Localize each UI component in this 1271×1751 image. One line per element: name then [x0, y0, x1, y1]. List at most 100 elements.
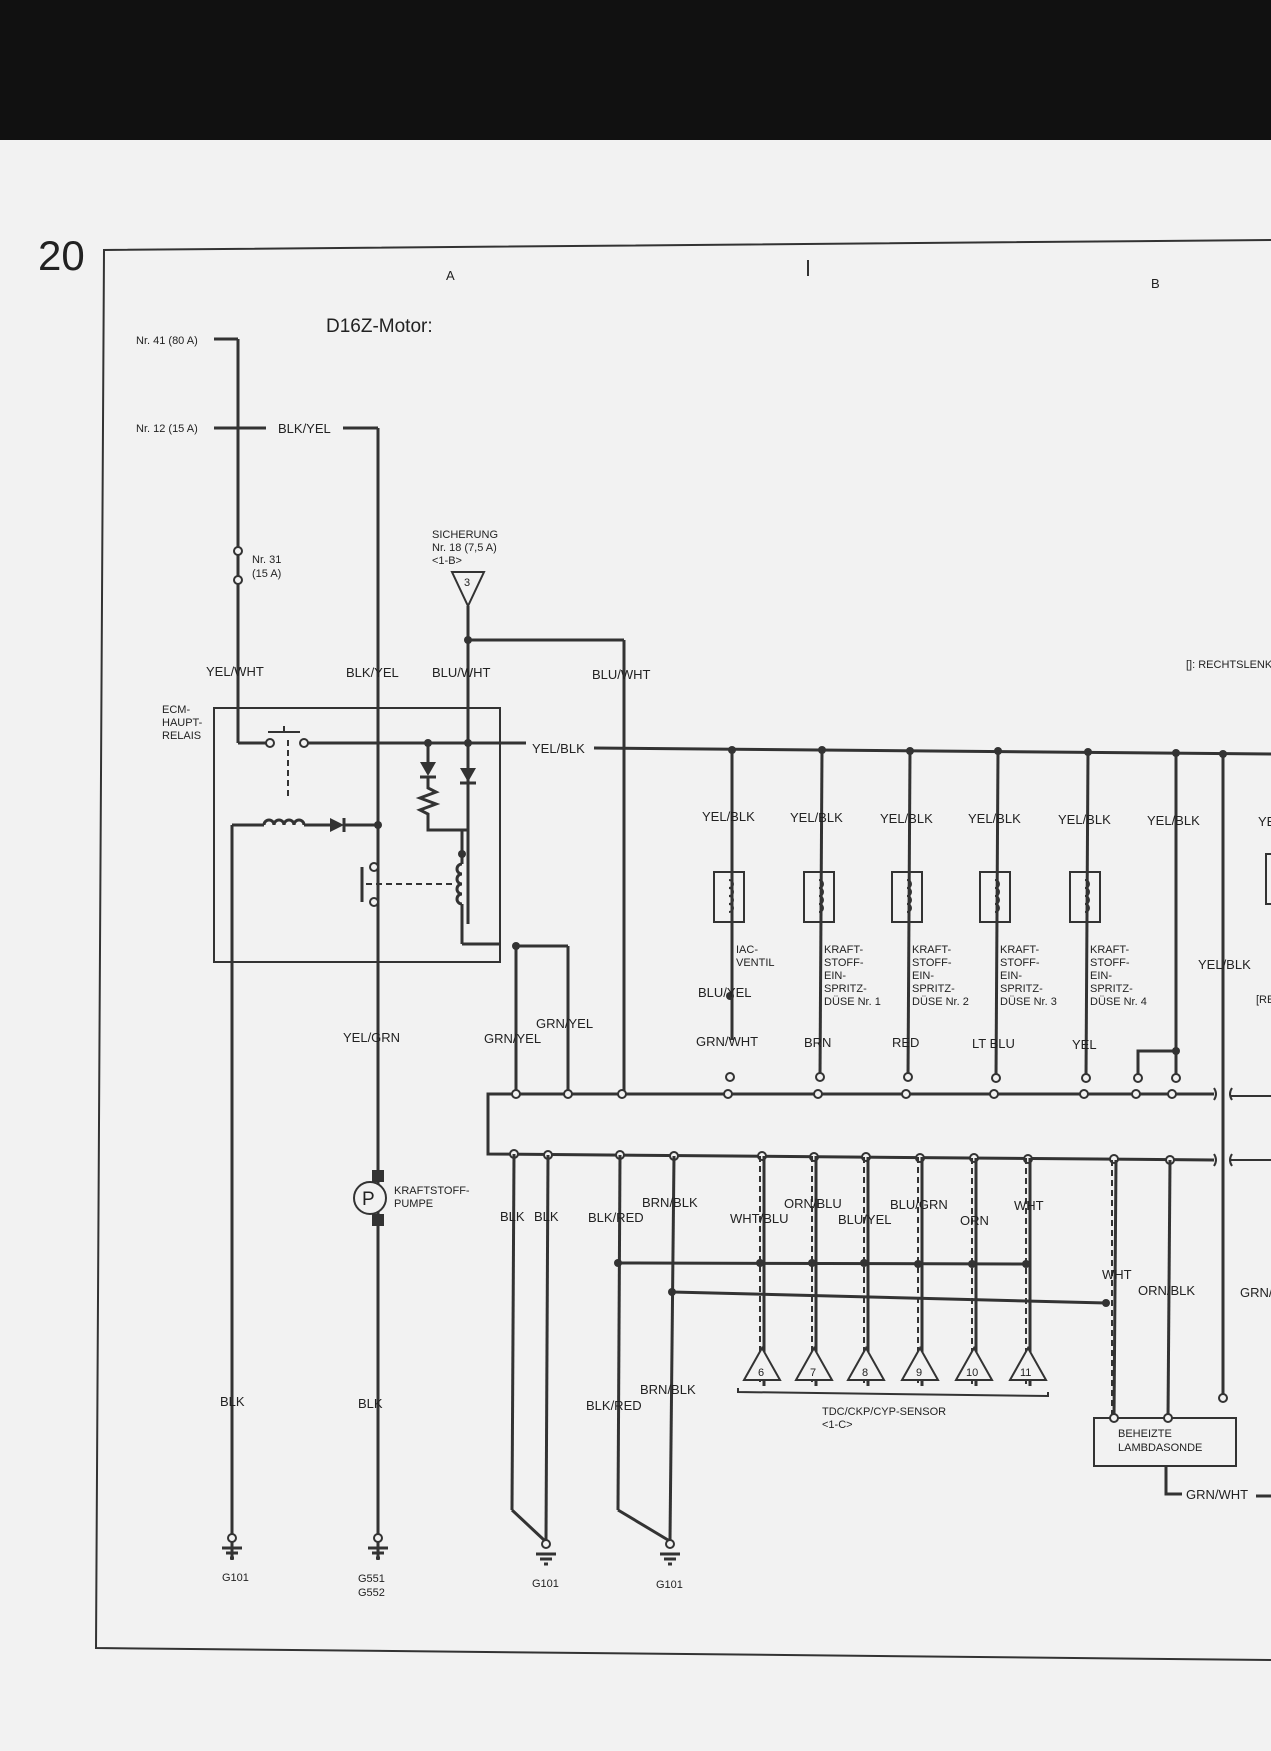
- fuse-31-symbol: [233, 546, 243, 585]
- ground-label-g101-left: G101: [222, 1572, 249, 1584]
- fuel-pump-label-1: KRAFTSTOFF-: [394, 1185, 470, 1197]
- wire-label-brn-blk-low: BRN/BLK: [640, 1382, 696, 1397]
- lambda-sensor-wires: [1093, 1159, 1271, 1498]
- fuse-18-connector-icon: [450, 571, 486, 609]
- wire-label-orn-blu: ORN/BLU: [784, 1196, 842, 1211]
- wire-label-yel-blk-inj4: YEL/BLK: [1058, 812, 1111, 827]
- fuse-18-ref: <1-B>: [432, 555, 462, 567]
- right-note-2: [RE: [1256, 994, 1271, 1006]
- fuse-18-label: SICHERUNG: [432, 529, 498, 541]
- fuel-pump-symbol: P: [362, 1189, 375, 1210]
- wire-label-yel-grn: YEL/GRN: [343, 1030, 400, 1045]
- wire-label-lt-blu: LT BLU: [972, 1036, 1015, 1051]
- injector-2-branch: [891, 747, 923, 1082]
- wire-label-red: RED: [892, 1035, 919, 1050]
- wire-label-yel-blk-inj3: YEL/BLK: [968, 811, 1021, 826]
- ecm-main-relay: [213, 684, 526, 1560]
- wire-label-blu-yel-sensor: BLU/YEL: [838, 1212, 891, 1227]
- injector-3-caption: KRAFT- STOFF- EIN- SPRITZ- DÜSE Nr. 3: [1000, 944, 1057, 1008]
- sensor-pin-6: 6: [758, 1367, 764, 1379]
- lambda-label-1: BEHEIZTE: [1118, 1428, 1172, 1440]
- svg-text:KRAFT-: KRAFT-: [1000, 944, 1039, 956]
- ground-icon-left: [222, 1533, 242, 1560]
- wire-label-blu-wht-2: BLU/WHT: [592, 667, 651, 682]
- svg-text:DÜSE Nr. 2: DÜSE Nr. 2: [912, 996, 969, 1008]
- svg-text:SPRITZ-: SPRITZ-: [1090, 983, 1133, 995]
- section-a-label: A: [446, 268, 455, 283]
- fuse-12-label: Nr. 12 (15 A): [136, 423, 198, 435]
- svg-text:STOFF-: STOFF-: [1000, 957, 1040, 969]
- svg-text:IAC-: IAC-: [736, 944, 758, 956]
- wire-label-grn-cut: GRN/: [1240, 1285, 1271, 1300]
- fuel-pump-icon: [353, 1170, 387, 1226]
- fuse-41-label: Nr. 41 (80 A): [136, 335, 198, 347]
- svg-text:STOFF-: STOFF-: [912, 957, 952, 969]
- page-number: 20: [38, 232, 85, 279]
- wire-label-wht-blu: WHT/BLU: [730, 1211, 789, 1226]
- wire-label-grn-wht-lambda: GRN/WHT: [1186, 1487, 1248, 1502]
- ground-label-g101-right: G101: [656, 1579, 683, 1591]
- relay-label-3: RELAIS: [162, 730, 201, 742]
- wire-label-grn-wht-iac: GRN/WHT: [696, 1034, 758, 1049]
- yel-blk-bus: [593, 746, 1271, 1398]
- lambda-label-2: LAMBDASONDE: [1118, 1442, 1202, 1454]
- sensor-wires: [756, 1156, 1032, 1386]
- wire-label-brn: BRN: [804, 1035, 831, 1050]
- svg-text:VENTIL: VENTIL: [736, 957, 775, 969]
- svg-text:DÜSE Nr. 4: DÜSE Nr. 4: [1090, 996, 1147, 1008]
- wire-label-yel-blk-side: YEL/BLK: [1198, 957, 1251, 972]
- ecm-connector-block: [486, 1087, 1271, 1167]
- fuel-pump-label-2: PUMPE: [394, 1198, 433, 1210]
- relay-label-1: ECM-: [162, 704, 190, 716]
- injector-1-caption: KRAFT- STOFF- EIN- SPRITZ- DÜSE Nr. 1: [824, 944, 881, 1008]
- sensor-ref: <1-C>: [822, 1419, 853, 1431]
- wire-label-brn-blk: BRN/BLK: [642, 1195, 698, 1210]
- wire-label-blk-red-low: BLK/RED: [586, 1398, 642, 1413]
- wire-label-blu-grn: BLU/GRN: [890, 1197, 948, 1212]
- svg-text:EIN-: EIN-: [1090, 970, 1112, 982]
- svg-text:DÜSE Nr. 3: DÜSE Nr. 3: [1000, 996, 1057, 1008]
- svg-text:DÜSE Nr. 1: DÜSE Nr. 1: [824, 996, 881, 1008]
- svg-text:SPRITZ-: SPRITZ-: [1000, 983, 1043, 995]
- ground-wires: [510, 1153, 1107, 1542]
- wire-label-blk-2: BLK: [534, 1209, 559, 1224]
- diagram-frame: [94, 239, 1271, 1661]
- wire-label-grn-yel-2: GRN/YEL: [536, 1016, 593, 1031]
- wire-label-orn-blk: ORN/BLK: [1138, 1283, 1195, 1298]
- svg-text:KRAFT-: KRAFT-: [824, 944, 863, 956]
- sensor-connector-icons: [742, 1345, 1048, 1381]
- sensor-label: TDC/CKP/CYP-SENSOR: [822, 1406, 946, 1418]
- diagram-title: D16Z-Motor:: [326, 316, 433, 337]
- ground-icon-mid: [536, 1539, 556, 1566]
- wire-label-yel-wht: YEL/WHT: [206, 664, 264, 679]
- ground-label-g101-mid: G101: [532, 1578, 559, 1590]
- wire-label-yel: YEL: [1072, 1037, 1097, 1052]
- svg-text:SPRITZ-: SPRITZ-: [912, 983, 955, 995]
- wire-label-blu-yel-iac: BLU/YEL: [698, 985, 751, 1000]
- wiring-diagram: 20 A B D16Z-Motor: []: RECHTSLENK [RE Nr…: [38, 232, 1271, 1661]
- wire-label-blk-yel-top: BLK/YEL: [278, 421, 331, 436]
- wire-label-blk-1: BLK: [500, 1209, 525, 1224]
- wire-label-blk-pump: BLK: [358, 1396, 383, 1411]
- fuse-31-rating: (15 A): [252, 568, 281, 580]
- wire-label-yel-blk-extra: YEL/BLK: [1147, 813, 1200, 828]
- wire-label-orn: ORN: [960, 1213, 989, 1228]
- grn-yel-lines: [512, 942, 570, 1090]
- wire-label-yel-blk-inj1: YEL/BLK: [790, 810, 843, 825]
- ground-label-g552: G552: [358, 1587, 385, 1599]
- wire-label-blk-red: BLK/RED: [588, 1210, 644, 1225]
- wire-label-blk-yel: BLK/YEL: [346, 665, 399, 680]
- fuse-feed-lines: [214, 337, 380, 1560]
- svg-text:EIN-: EIN-: [912, 970, 934, 982]
- wire-label-yel-blk-bus: YEL/BLK: [532, 741, 585, 756]
- injector-1-branch: [803, 746, 835, 1082]
- fuse-31-label: Nr. 31: [252, 554, 281, 566]
- injector-4-branch: [1069, 748, 1101, 1083]
- ground-label-g551: G551: [358, 1573, 385, 1585]
- sensor-pin-11: 11: [1020, 1367, 1031, 1379]
- wire-label-wht-sensor: WHT: [1014, 1198, 1044, 1213]
- ground-icon-right: [660, 1539, 680, 1566]
- wire-label-yel-blk-inj2: YEL/BLK: [880, 811, 933, 826]
- wire-label-wht-lambda: WHT: [1102, 1267, 1132, 1282]
- sensor-brace: [737, 1388, 1049, 1398]
